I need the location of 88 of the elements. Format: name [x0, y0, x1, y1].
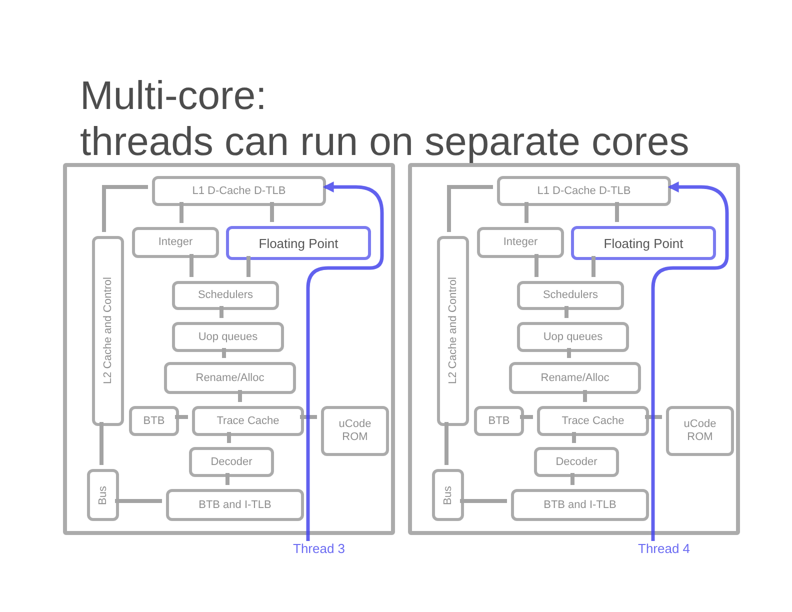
block-box: [321, 406, 389, 456]
block-label: Uop queues: [197, 330, 259, 344]
connector-line: [227, 432, 231, 443]
block-box: [509, 362, 641, 394]
block-box: [571, 226, 716, 260]
block-label: BTB and I-TLB: [542, 498, 618, 512]
block-box: [189, 447, 274, 477]
block-label: Floating Point: [258, 236, 340, 250]
block-box: [477, 227, 564, 258]
block-label: Integer: [502, 236, 539, 249]
block-box: [166, 489, 304, 521]
block-label: Trace Cache: [560, 414, 626, 428]
block-box: [87, 469, 119, 521]
block-box: [226, 226, 371, 260]
block-label: Rename/Alloc: [540, 372, 610, 384]
core-box: [408, 163, 740, 535]
block-label: Bus: [442, 486, 454, 504]
block-label: uCode ROM: [682, 418, 718, 444]
thread-label: Thread 4: [638, 541, 690, 557]
connector-line: [567, 348, 571, 358]
block-label: Schedulers: [542, 289, 600, 302]
block-label: Floating Point: [602, 236, 684, 250]
block-label: Uop queues: [542, 330, 604, 344]
connector-line: [238, 390, 242, 402]
connector-line: [520, 415, 533, 419]
block-box: [172, 322, 284, 352]
block-label: Integer: [157, 236, 194, 249]
thread-label: Thread 3: [293, 541, 346, 557]
block-box: [517, 322, 629, 352]
block-box: [534, 447, 619, 477]
block-label: BTB: [142, 414, 166, 428]
block-box: [92, 236, 124, 426]
block-label: Decoder: [210, 456, 254, 468]
block-box: [537, 406, 649, 436]
connector-line: [645, 415, 662, 419]
block-box: [497, 176, 671, 206]
connector-line: [444, 422, 448, 465]
connector-line: [300, 415, 317, 419]
connector-line: [570, 473, 574, 485]
connector-line: [190, 254, 194, 277]
connector-line: [583, 390, 587, 402]
block-label: Decoder: [554, 456, 598, 468]
block-label: BTB and I-TLB: [198, 498, 272, 512]
block-label: L1 D-Cache D-TLB: [191, 184, 287, 198]
connector-line: [460, 499, 507, 503]
block-label: Schedulers: [196, 289, 254, 302]
connector-line: [524, 202, 528, 223]
block-label: L2 Cache and Control: [446, 277, 460, 384]
connector-line: [270, 202, 274, 222]
connector-line: [615, 202, 619, 222]
block-label: Trace Cache: [216, 414, 280, 428]
block-box: [511, 489, 649, 521]
block-box: [132, 227, 219, 258]
connector-line: [564, 306, 568, 318]
block-box: [164, 362, 296, 394]
connector-line: [246, 256, 250, 277]
thread-arrow: [651, 182, 729, 541]
connector-line: [220, 306, 224, 318]
block-box: [192, 406, 304, 436]
slide-subtitle: threads can run on separate cores: [80, 120, 690, 164]
block-label: L1 D-Cache D-TLB: [536, 184, 632, 198]
block-label: BTB: [487, 414, 511, 428]
block-label: Rename/Alloc: [194, 372, 266, 384]
block-box: [432, 469, 464, 521]
slide-title: Multi-core:: [80, 74, 267, 118]
thread-arrow: [306, 182, 384, 541]
block-box: [666, 406, 734, 456]
connector-line: [100, 422, 104, 465]
block-label: Bus: [96, 486, 110, 504]
connector-line: [534, 254, 538, 277]
connector-line: [226, 473, 230, 485]
connector-line: [175, 415, 188, 419]
connector-line: [592, 256, 596, 277]
block-label: uCode ROM: [338, 418, 372, 444]
connector-line: [447, 185, 493, 232]
block-box: [474, 406, 524, 436]
block-box: [437, 236, 469, 426]
connector-line: [102, 185, 148, 232]
block-box: [129, 406, 179, 436]
block-box: [172, 281, 279, 310]
connector-line: [180, 202, 184, 223]
block-box: [152, 176, 326, 206]
block-box: [517, 281, 624, 310]
connector-line: [572, 432, 576, 443]
core-box: [63, 163, 395, 535]
block-label: L2 Cache and Control: [102, 277, 114, 384]
connector-line: [115, 499, 162, 503]
connector-line: [222, 348, 226, 358]
